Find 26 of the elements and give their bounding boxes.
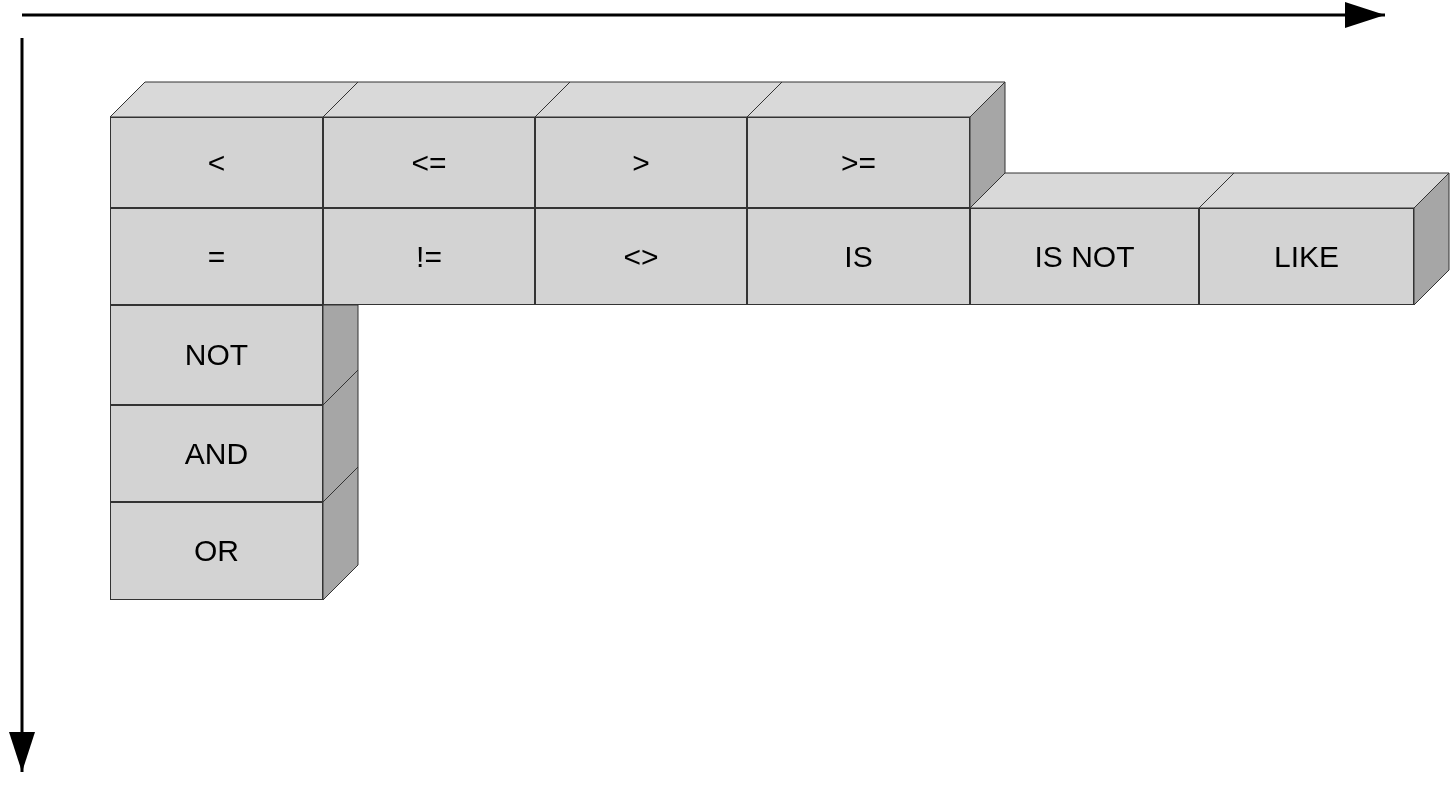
operator-label: <> — [623, 239, 659, 274]
cube-front-face — [747, 117, 970, 208]
operator-label: != — [416, 239, 442, 274]
cube-front-face — [110, 405, 323, 502]
cube-front-face — [747, 208, 970, 305]
operator-label: IS — [844, 239, 873, 274]
operator-label: > — [632, 145, 650, 180]
cube-front-face — [323, 208, 535, 305]
cube-front-face — [110, 208, 323, 305]
cube-front-face — [323, 117, 535, 208]
cube-front-face — [1199, 208, 1414, 305]
operator-label: IS NOT — [1034, 239, 1135, 274]
operator-label: <= — [411, 145, 447, 180]
cube-front-face — [110, 305, 323, 405]
cube-front-face — [110, 117, 323, 208]
operator-label: LIKE — [1273, 239, 1339, 274]
operator-label: < — [207, 145, 226, 180]
cube-front-face — [970, 208, 1199, 305]
operator-label: OR — [194, 534, 239, 568]
operator-label: NOT — [184, 338, 249, 372]
cube-front-face — [110, 502, 323, 600]
operator-label: AND — [184, 436, 249, 471]
operator-label: >= — [840, 145, 876, 180]
cube-front-face — [535, 117, 747, 208]
cube-front-face — [535, 208, 747, 305]
operator-label: = — [207, 239, 226, 274]
